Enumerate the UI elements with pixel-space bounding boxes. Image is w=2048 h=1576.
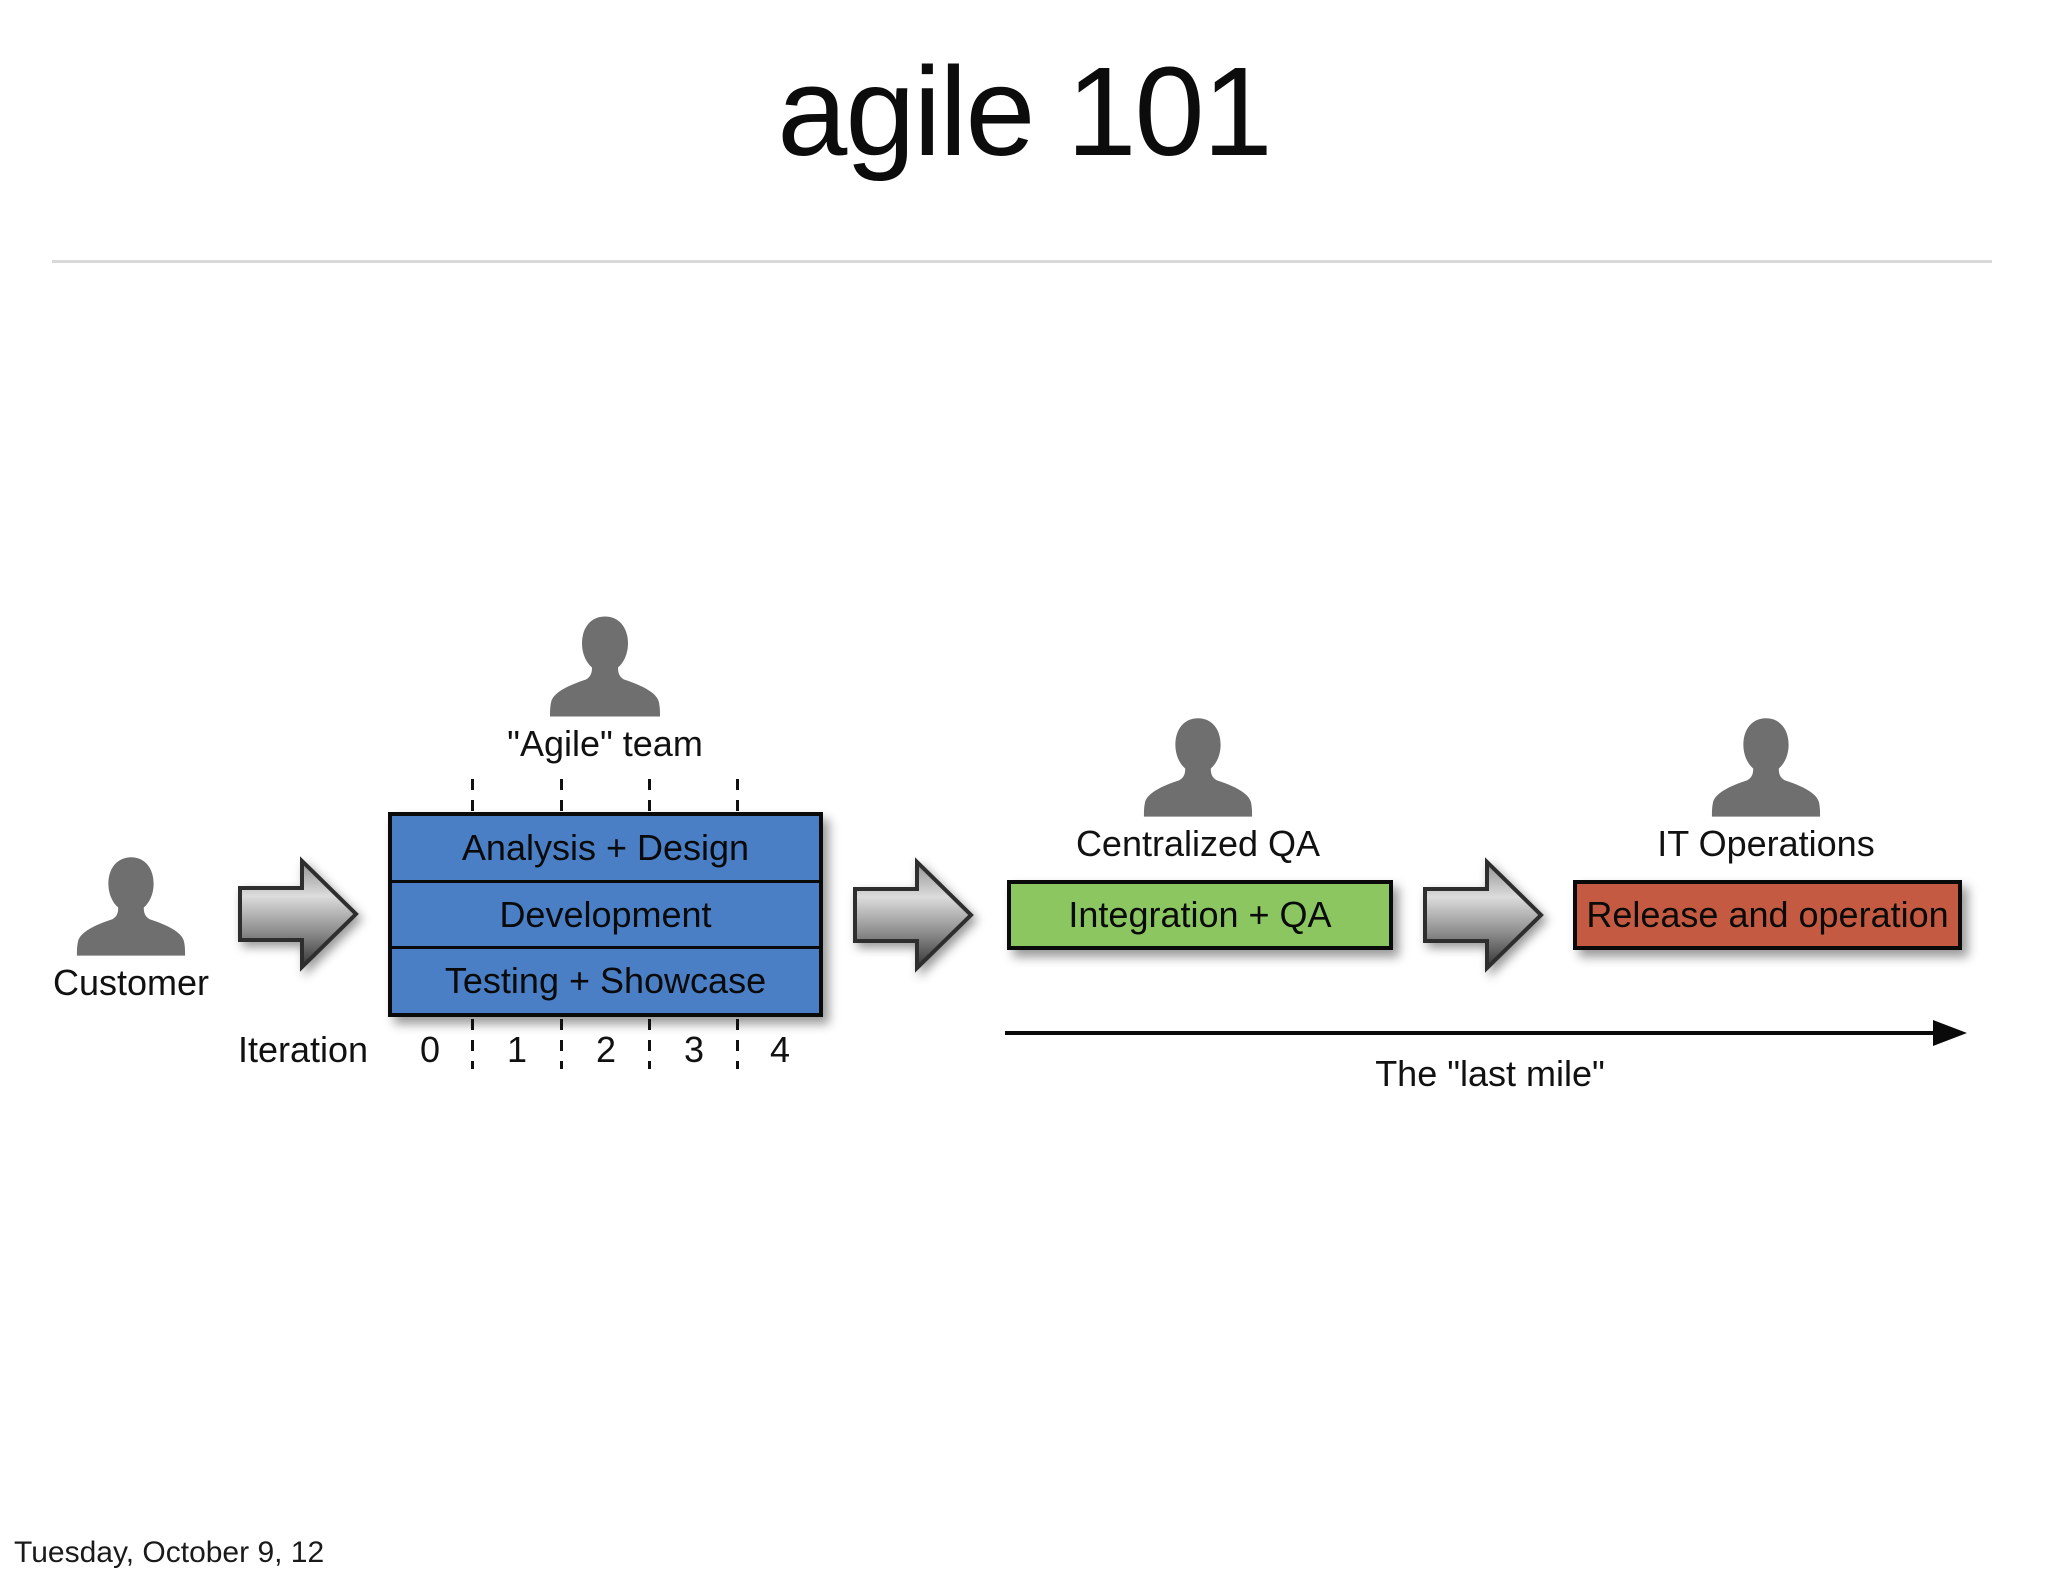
release-operation-box: Release and operation — [1573, 880, 1962, 950]
agile-activities-box: Analysis + Design Development Testing + … — [388, 812, 823, 1017]
iteration-boundary-dash — [471, 779, 474, 812]
title-divider — [52, 260, 1992, 263]
iteration-boundary-dash — [648, 779, 651, 812]
agile-row-testing-showcase: Testing + Showcase — [392, 946, 819, 1013]
iteration-boundary-dash — [560, 779, 563, 812]
iteration-boundary-dash — [648, 1019, 651, 1069]
customer-label: Customer — [52, 962, 210, 1003]
iteration-tick-4: 4 — [769, 1029, 791, 1070]
it-operations-label: IT Operations — [1657, 823, 1875, 864]
iteration-axis-label: Iteration — [237, 1029, 369, 1070]
flow-arrow-icon — [1423, 857, 1544, 973]
iteration-boundary-dash — [736, 779, 739, 812]
agile-team-label: "Agile" team — [507, 723, 703, 764]
person-icon — [1143, 718, 1253, 817]
iteration-boundary-dash — [471, 1019, 474, 1069]
person-icon — [76, 857, 186, 956]
integration-qa-box: Integration + QA — [1007, 880, 1393, 950]
person-icon — [550, 616, 660, 717]
iteration-tick-0: 0 — [419, 1029, 441, 1070]
iteration-tick-2: 2 — [595, 1029, 617, 1070]
last-mile-arrow-icon — [1005, 1020, 1967, 1046]
iteration-boundary-dash — [560, 1019, 563, 1069]
page-title: agile 101 — [777, 41, 1272, 182]
actor-customer: Customer — [31, 853, 231, 1004]
slide-footer-date: Tuesday, October 9, 12 — [14, 1536, 325, 1569]
centralized-qa-label: Centralized QA — [1075, 823, 1321, 864]
person-icon — [1711, 718, 1821, 817]
iteration-tick-1: 1 — [506, 1029, 528, 1070]
agile-row-analysis-design: Analysis + Design — [461, 826, 750, 868]
flow-arrow-icon — [238, 856, 359, 972]
last-mile-label: The "last mile" — [1375, 1053, 1605, 1094]
iteration-tick-3: 3 — [683, 1029, 705, 1070]
iteration-boundary-dash — [736, 1019, 739, 1069]
agile-row-development: Development — [392, 879, 819, 947]
flow-arrow-icon — [853, 857, 974, 973]
actor-agile-team: "Agile" team — [455, 612, 755, 765]
actor-centralized-qa: Centralized QA — [1048, 714, 1348, 865]
actor-it-operations: IT Operations — [1616, 714, 1916, 865]
